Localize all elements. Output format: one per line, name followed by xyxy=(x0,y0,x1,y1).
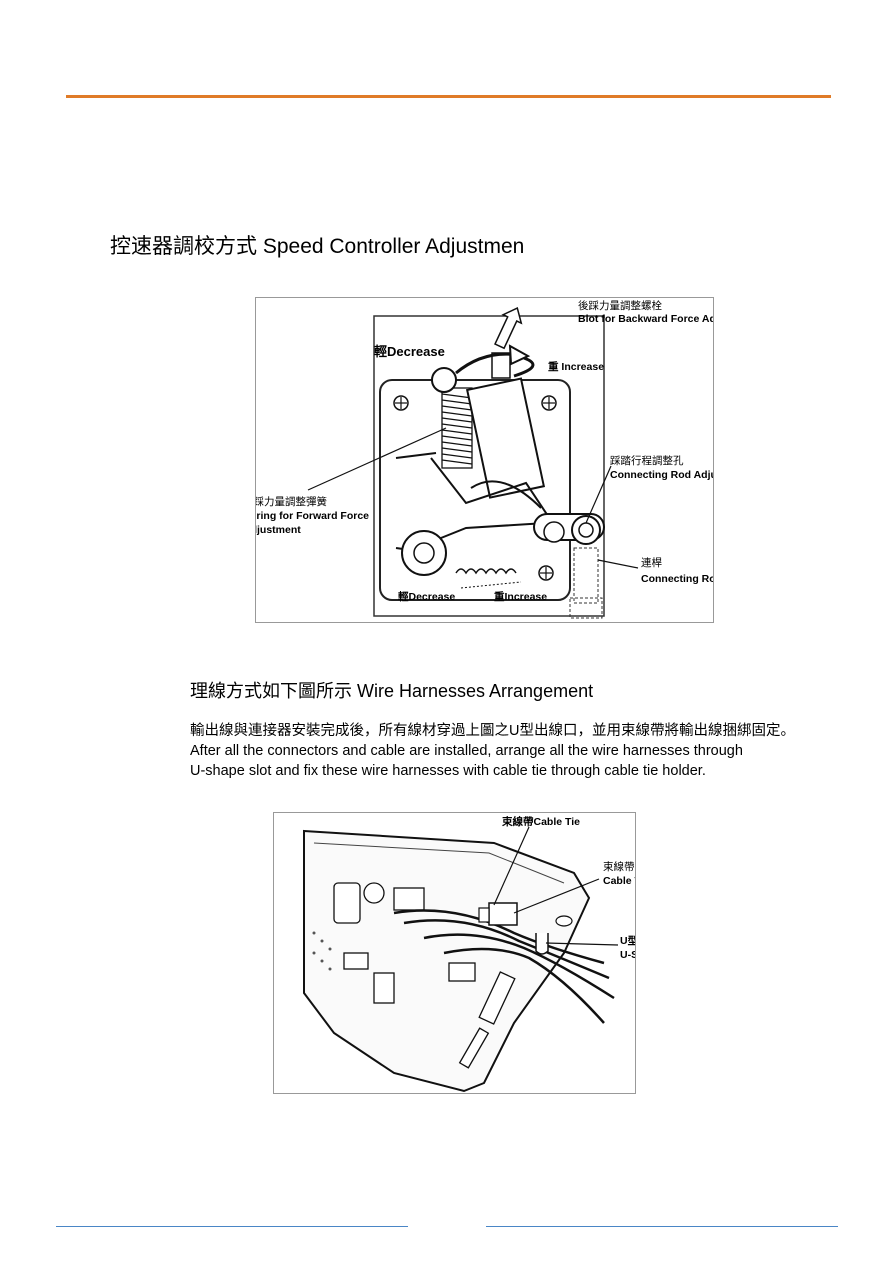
holder-label-zh: 束線帶固定座 xyxy=(603,860,635,873)
bolt-label-en: Blot for Backward Force Adjustment xyxy=(578,313,713,325)
top-decrease-label: 輕Decrease xyxy=(374,344,445,359)
para-en-line-1: After all the connectors and cable are i… xyxy=(190,743,743,759)
spring-label-en-1: Spring for Forward Force xyxy=(256,510,369,522)
header-rule xyxy=(66,95,831,98)
footer-rule-left xyxy=(56,1226,408,1227)
rod-label-en: Connecting Rod xyxy=(641,573,713,585)
cable-tie-label: 束線帶Cable Tie xyxy=(502,815,580,828)
section-title-speed-controller: 控速器調校方式 Speed Controller Adjustmen xyxy=(110,235,525,258)
rod-adjust-label-en: Connecting Rod Adjustment xyxy=(610,469,713,481)
speed-controller-svg: 後踩力量調整螺栓 Blot for Backward Force Adjustm… xyxy=(256,299,713,619)
slot-label-zh: U型出線口 xyxy=(620,934,635,947)
rod-label-zh: 連桿 xyxy=(641,556,662,569)
top-increase-label: 重 Increase xyxy=(548,360,604,373)
spring-label-zh: 前踩力量調整彈簧 xyxy=(256,495,327,508)
para-en-line-2: U-shape slot and fix these wire harnesse… xyxy=(190,763,706,779)
holder-label-en: Cable Tie Holder xyxy=(603,875,635,887)
section-title-wire-harness: 理線方式如下圖所示 Wire Harnesses Arrangement xyxy=(190,681,594,701)
spring-label-en-2: Adjustment xyxy=(256,524,301,536)
slot-label-en: U-Shape Slot xyxy=(620,949,635,961)
bottom-increase-label: 重Increase xyxy=(494,590,547,603)
rod-adjust-label-zh: 踩踏行程調整孔 xyxy=(610,454,684,467)
speed-controller-diagram: 後踩力量調整螺栓 Blot for Backward Force Adjustm… xyxy=(255,297,714,623)
wire-harness-diagram: 束線帶Cable Tie 束線帶固定座 Cable Tie Holder U型出… xyxy=(273,812,636,1094)
para-zh: 輸出線與連接器安裝完成後，所有線材穿過上圖之U型出線口，並用束線帶將輸出線捆綁固… xyxy=(190,723,795,739)
bottom-decrease-label: 輕Decrease xyxy=(398,590,455,603)
wire-harness-svg: 束線帶Cable Tie 束線帶固定座 Cable Tie Holder U型出… xyxy=(303,815,635,1093)
bolt-label-zh: 後踩力量調整螺栓 xyxy=(578,299,662,312)
footer-rule-right xyxy=(486,1226,838,1227)
